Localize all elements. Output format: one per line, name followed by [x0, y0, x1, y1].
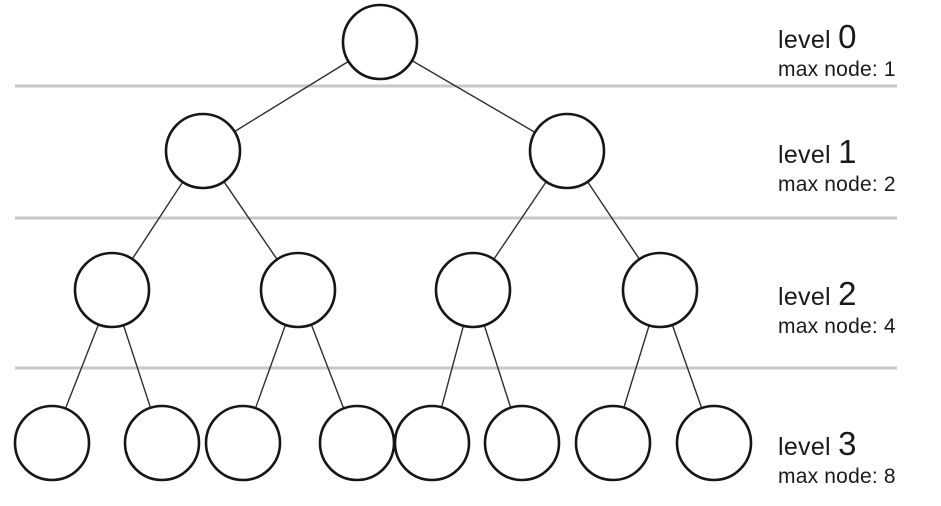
tree-node-3-6: [574, 404, 652, 482]
tree-edge-2-3-3-7: [671, 324, 703, 409]
tree-edge-2-2-3-4: [440, 325, 465, 408]
tree-node-1-1: [528, 112, 606, 190]
tree-node-2-3: [621, 251, 699, 329]
tree-node-3-0: [13, 404, 91, 482]
tree-edge-2-0-3-1: [122, 324, 152, 409]
tree-edge-0-0-1-1: [411, 60, 536, 133]
tree-edge-1-0-2-0: [131, 181, 184, 260]
tree-edge-1-1-2-2: [493, 181, 547, 260]
tree-node-0-0: [341, 3, 419, 81]
tree-edge-1-1-2-3: [586, 181, 641, 260]
tree-node-3-3: [318, 404, 396, 482]
tree-node-3-5: [483, 404, 561, 482]
tree-node-3-2: [204, 404, 282, 482]
tree-edge-2-1-3-2: [254, 324, 287, 409]
tree-edge-2-2-3-5: [483, 325, 512, 408]
tree-node-2-1: [259, 251, 337, 329]
tree-node-3-1: [123, 404, 201, 482]
tree-edge-0-0-1-0: [234, 60, 349, 133]
tree-edge-2-1-3-3: [310, 324, 345, 409]
tree-node-1-0: [164, 112, 242, 190]
tree-node-2-0: [73, 251, 151, 329]
tree-edge-2-0-3-0: [64, 324, 100, 409]
tree-edge-2-3-3-6: [623, 325, 650, 408]
tree-node-3-7: [675, 404, 753, 482]
tree-node-3-4: [393, 404, 471, 482]
tree-edge-1-0-2-1: [223, 181, 278, 260]
tree-node-2-2: [434, 251, 512, 329]
